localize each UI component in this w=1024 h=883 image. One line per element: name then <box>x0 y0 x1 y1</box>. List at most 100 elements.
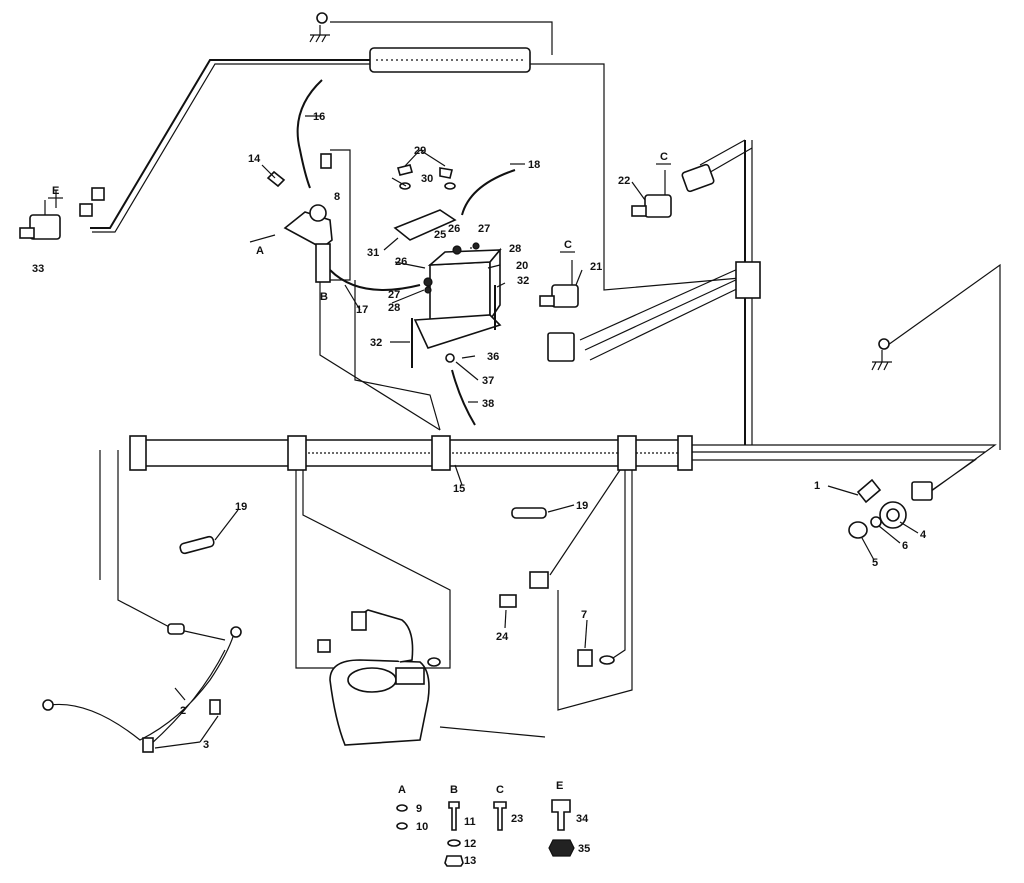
callout-27b: 27 <box>388 289 400 301</box>
connector-left-b <box>79 203 93 217</box>
wire-to-24 <box>549 469 621 576</box>
wire-top-left <box>90 59 370 229</box>
reference-letters: A B C C E <box>48 151 671 303</box>
eyelet-2b <box>230 626 242 638</box>
callout-7: 7 <box>581 609 587 621</box>
solenoid-33 <box>19 190 61 240</box>
wire-right-drop <box>609 465 626 661</box>
wire-to-21 <box>579 267 746 361</box>
ground-eyelet-right <box>878 338 890 350</box>
nut-37 <box>445 353 455 363</box>
callout-37: 37 <box>482 375 494 387</box>
callout-6: 6 <box>902 540 908 552</box>
callout-30: 30 <box>421 173 433 185</box>
washer-30b <box>444 182 456 190</box>
callout-15: 15 <box>453 483 465 495</box>
connector-22 <box>681 163 715 193</box>
solenoid-21 <box>539 260 579 308</box>
wire-harness-2 <box>49 629 236 746</box>
bolt-11-icon <box>448 801 460 831</box>
leader-lines <box>154 115 919 749</box>
connector-24 <box>499 594 517 608</box>
connector-3a <box>142 737 154 753</box>
callout-14: 14 <box>248 153 261 165</box>
legend-letter-c: C <box>496 784 504 796</box>
callout-32b: 32 <box>370 337 382 349</box>
callout-32a: 32 <box>517 275 529 287</box>
wire-right-drop-2 <box>557 465 633 711</box>
switch-7 <box>577 649 593 667</box>
right-harness-clip <box>735 261 761 299</box>
wire-center-drop-2 <box>302 470 451 660</box>
washer-10-icon <box>396 822 408 830</box>
fuse-19b <box>511 507 547 519</box>
callout-16: 16 <box>313 111 325 123</box>
wire-battery-center <box>354 280 441 431</box>
callout-38: 38 <box>482 398 494 410</box>
hold-down-31 <box>393 209 457 241</box>
hardware-legend: A 9 10 B 11 12 13 C 23 E 34 35 <box>396 780 590 867</box>
ref-a: A <box>256 245 264 257</box>
callout-2: 2 <box>180 705 186 717</box>
solenoid-22 <box>631 170 672 218</box>
callout-27a: 27 <box>478 223 490 235</box>
cable-16 <box>296 79 323 189</box>
wire-battery-left <box>319 149 441 431</box>
callout-33: 33 <box>32 263 44 275</box>
ref-c2: C <box>660 151 668 163</box>
wire-ground-top <box>330 21 553 55</box>
ref-c1: C <box>564 239 572 251</box>
connector-left-a <box>91 187 105 201</box>
legend-item-23: 23 <box>511 813 523 825</box>
connector-16-end <box>320 153 332 169</box>
connector-21 <box>547 332 575 362</box>
wire-left-drop <box>117 450 176 631</box>
wire-ground-right <box>887 263 1001 450</box>
callout-24: 24 <box>496 631 509 643</box>
engine <box>317 609 441 746</box>
legend-item-13: 13 <box>464 855 476 867</box>
wing-bolt-29b <box>439 167 453 179</box>
callout-31: 31 <box>367 247 379 259</box>
callout-17: 17 <box>356 304 368 316</box>
eyelet-2a <box>42 699 54 711</box>
callout-26b: 26 <box>395 256 407 268</box>
connector-upper-24 <box>529 571 549 589</box>
callout-21: 21 <box>590 261 602 273</box>
bezel-5 <box>848 521 868 539</box>
callout-29: 29 <box>414 145 426 157</box>
harness-clip-3 <box>431 435 451 471</box>
legend-item-10: 10 <box>416 821 428 833</box>
nut-28a <box>424 286 432 294</box>
callout-18: 18 <box>528 159 540 171</box>
top-harness-tube <box>369 47 531 73</box>
harness-clip-2 <box>287 435 307 471</box>
legend-item-9: 9 <box>416 803 422 815</box>
wire-top-right <box>530 63 741 291</box>
legend-item-11: 11 <box>464 816 476 828</box>
wiring <box>49 21 1001 746</box>
wing-bolt-29a <box>397 164 413 176</box>
callout-8: 8 <box>334 191 340 203</box>
legend-letter-a: A <box>398 784 406 796</box>
harness-clip-5 <box>677 435 693 471</box>
harness-tubes <box>129 47 761 471</box>
washer-9-icon <box>396 804 408 812</box>
parts <box>19 153 933 753</box>
harness-clip-4 <box>617 435 637 471</box>
callout-19b: 19 <box>576 500 588 512</box>
terminal-neg <box>423 277 433 287</box>
nut-6 <box>870 516 882 528</box>
battery-20 <box>427 247 502 326</box>
inline-connector-2 <box>167 623 185 635</box>
callout-labels: 1 2 3 4 5 6 7 8 14 15 16 17 18 19 19 20 … <box>32 111 927 751</box>
screw-23-icon <box>493 801 507 831</box>
callout-4: 4 <box>920 529 927 541</box>
callout-36: 36 <box>487 351 499 363</box>
ground-symbols <box>309 12 892 371</box>
callout-19a: 19 <box>235 501 247 513</box>
callout-28a: 28 <box>509 243 521 255</box>
legend-letter-b: B <box>450 784 458 796</box>
cable-38 <box>451 369 476 426</box>
